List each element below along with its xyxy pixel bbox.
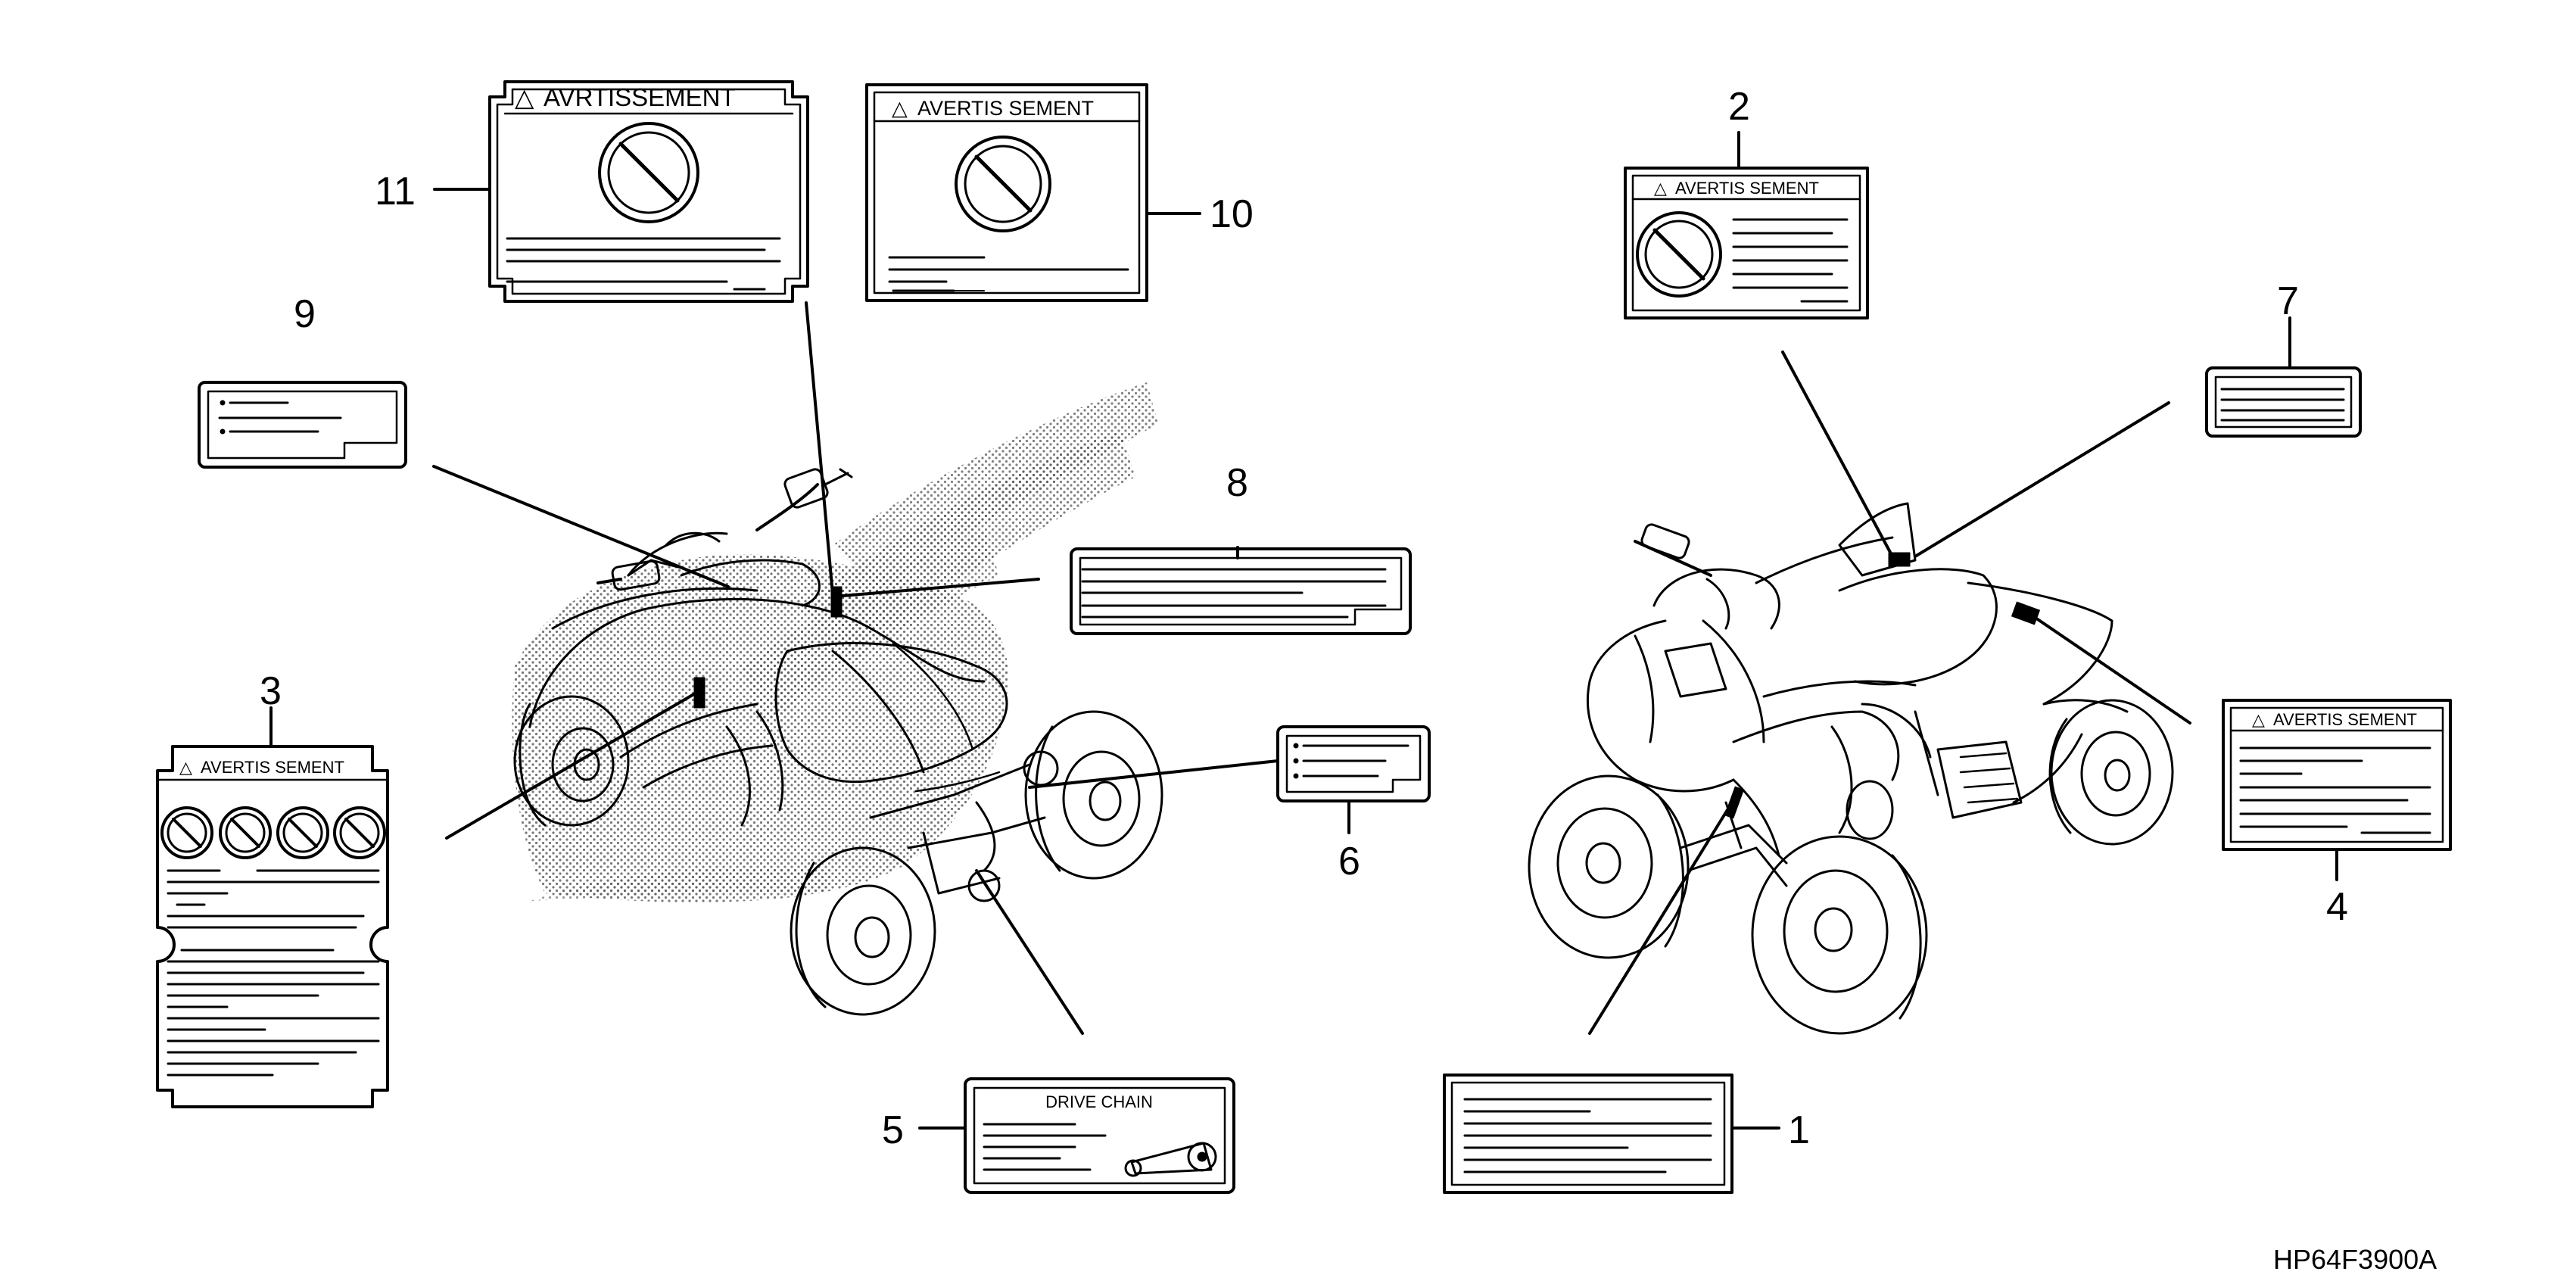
label-10-header: AVERTIS SEMENT: [917, 97, 1094, 120]
label-11-header: AVRTISSEMENT: [544, 83, 736, 111]
label-8: [1070, 547, 1412, 635]
label-10-triangle: △: [892, 97, 908, 120]
callout-3: 3: [260, 669, 282, 713]
label-10: [865, 83, 1148, 302]
label-7: [2205, 366, 2362, 438]
diagram-reference: HP64F3900A: [2273, 1244, 2437, 1275]
label-5: [964, 1077, 1235, 1194]
label-11: [488, 80, 809, 303]
label-3: [156, 745, 389, 1108]
leader-lines: [269, 131, 2338, 1130]
callout-7: 7: [2277, 279, 2299, 323]
callout-1: 1: [1788, 1108, 1810, 1152]
label-3-header: AVERTIS SEMENT: [201, 758, 344, 777]
label-9: [198, 381, 407, 469]
label-5-header: DRIVE CHAIN: [1045, 1092, 1153, 1111]
callout-5: 5: [882, 1108, 904, 1152]
callout-9: 9: [294, 292, 316, 336]
label-6: [1276, 725, 1431, 802]
label-3-triangle: △: [179, 758, 192, 777]
atv-front-view: [1528, 502, 2174, 1035]
label-headers: △ AVRTISSEMENT △ AVERTIS SEMENT △ AVERTI…: [179, 83, 2417, 1111]
label-2-header: AVERTIS SEMENT: [1675, 179, 1819, 198]
callout-4: 4: [2326, 885, 2348, 929]
label-1: [1443, 1074, 1733, 1194]
callout-10: 10: [1210, 192, 1254, 236]
callout-2: 2: [1728, 85, 1750, 129]
callout-numbers: 11 10 9 2 7 8 3 6 4 5 1: [260, 85, 2348, 1152]
callout-11: 11: [375, 170, 416, 213]
label-11-triangle: △: [515, 83, 534, 111]
callout-8: 8: [1226, 461, 1248, 505]
label-4-triangle: △: [2252, 710, 2265, 729]
label-2: [1624, 167, 1869, 319]
callout-6: 6: [1338, 840, 1360, 883]
label-2-triangle: △: [1654, 179, 1667, 198]
label-4: [2222, 699, 2452, 851]
label-4-header: AVERTIS SEMENT: [2273, 710, 2417, 729]
atv-rear-view: [512, 382, 1163, 1016]
